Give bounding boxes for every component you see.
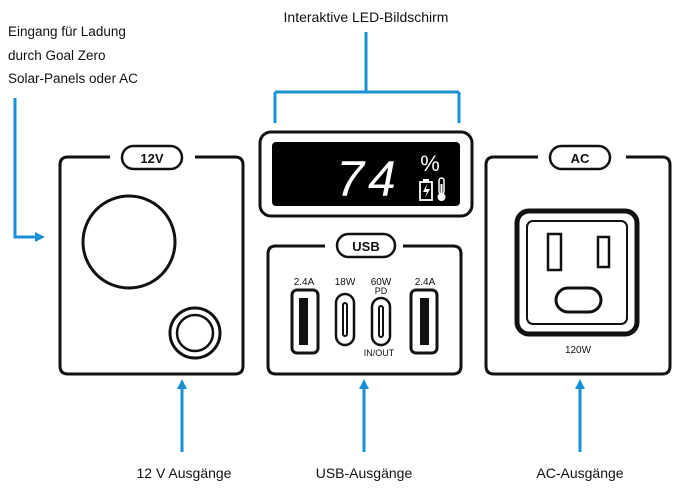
ac-outlet xyxy=(514,208,640,337)
callout-input-line3: Solar-Panels oder AC xyxy=(8,71,138,86)
panel-ac-tab xyxy=(548,144,612,171)
battery-bolt-icon xyxy=(419,179,433,201)
usb-c-port-2 xyxy=(370,296,392,347)
ac-slot-left xyxy=(546,232,563,272)
panel-12v-outline xyxy=(58,155,245,376)
panel-12v: 12V xyxy=(58,144,245,376)
12v-outlet-inner xyxy=(175,313,215,353)
panel-12v-tab-label: 12V xyxy=(140,151,163,166)
12v-outlet-outer xyxy=(168,306,222,360)
ac-ground-hole xyxy=(554,286,603,314)
usb-a-port-2 xyxy=(409,288,439,355)
callout-ac-outputs: AC-Ausgänge xyxy=(536,465,623,481)
panel-usb-tab-label: USB xyxy=(352,239,379,254)
display-value: 74 xyxy=(336,151,400,207)
callout-usb-outputs: USB-Ausgänge xyxy=(316,465,413,481)
thermometer-icon xyxy=(437,177,446,201)
usb-a2-label: 2.4A xyxy=(415,277,436,288)
display-bracket xyxy=(273,32,461,123)
usb-a1-label: 2.4A xyxy=(294,277,315,288)
callout-input-line1: Eingang für Ladung xyxy=(8,24,126,39)
solar-input-port xyxy=(81,194,177,290)
display-unit: % xyxy=(420,151,440,176)
usb-c2-label-line1: 60W xyxy=(371,277,392,288)
usb-c2-sub-label: IN/OUT xyxy=(364,348,395,358)
panel-12v-tab xyxy=(120,144,184,171)
callout-display-label: Interaktive LED-Bildschirm xyxy=(284,9,449,25)
usb-c-port-1 xyxy=(334,292,356,347)
led-display: 74 % xyxy=(258,130,474,218)
panel-ac: AC 120W xyxy=(484,144,672,376)
usb-c2-label-line2: PD xyxy=(375,286,388,296)
panel-ac-tab-label: AC xyxy=(571,151,590,166)
panel-usb: USB 2.4A 18W 60W PD 2.4A IN/OUT xyxy=(266,232,463,376)
input-arrow xyxy=(13,98,45,242)
panel-usb-outline xyxy=(266,244,463,376)
panel-usb-tab xyxy=(335,232,397,259)
display-screen xyxy=(272,142,460,206)
callout-12v-outputs: 12 V Ausgänge xyxy=(137,465,232,481)
panel-ac-outline xyxy=(484,155,672,376)
ac-slot-right xyxy=(596,235,611,269)
usb-a-port-1 xyxy=(290,288,320,355)
usb-c1-label: 18W xyxy=(335,277,356,288)
callout-input-line2: durch Goal Zero xyxy=(8,48,106,63)
ac-watt-label: 120W xyxy=(565,345,592,356)
